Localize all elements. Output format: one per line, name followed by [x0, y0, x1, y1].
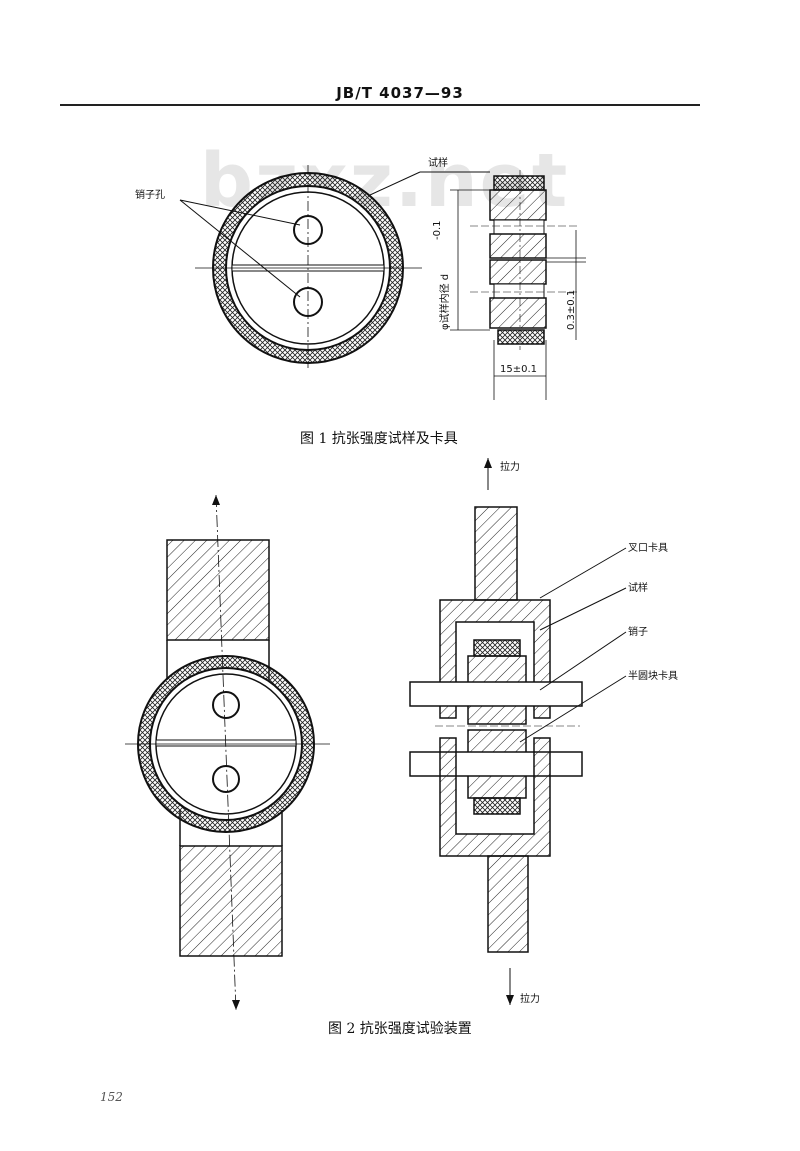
- fig2-front-view: [125, 494, 330, 1011]
- fig1-width-dimension: 15±0.1: [500, 364, 537, 375]
- fig2-fork-clamp-label: 叉口卡具: [628, 541, 668, 554]
- fig1-ring-view: [179, 165, 490, 368]
- fig2-specimen-label: 试样: [628, 581, 648, 594]
- document-code: JB/T 4037—93: [336, 84, 464, 102]
- fig2-pull-top-label: 拉力: [500, 460, 520, 473]
- figure2-caption: 图 2 抗张强度试验装置: [328, 1021, 472, 1037]
- page-number: 152: [100, 1090, 123, 1104]
- figure1-caption: 图 1 抗张强度试样及卡具: [300, 431, 458, 447]
- fig1-inner-diameter-label: φ试样内径 d: [438, 274, 451, 330]
- fig2-half-disk-clamp-label: 半圆块卡具: [628, 669, 678, 682]
- fig1-specimen-label: 试样: [428, 156, 448, 169]
- fig2-pull-bottom-label: 拉力: [520, 992, 540, 1005]
- fig1-pin-hole-label: 销子孔: [135, 188, 165, 201]
- header-rule: [60, 104, 700, 106]
- fig1-section-view: [450, 170, 586, 400]
- fig1-gap-dimension: 0.3±0.1: [566, 290, 577, 330]
- fig2-pin-label: 销子: [628, 625, 648, 638]
- fig1-inner-diameter-tolerance: -0.1: [432, 220, 443, 240]
- fig2-section-view: [409, 458, 627, 1005]
